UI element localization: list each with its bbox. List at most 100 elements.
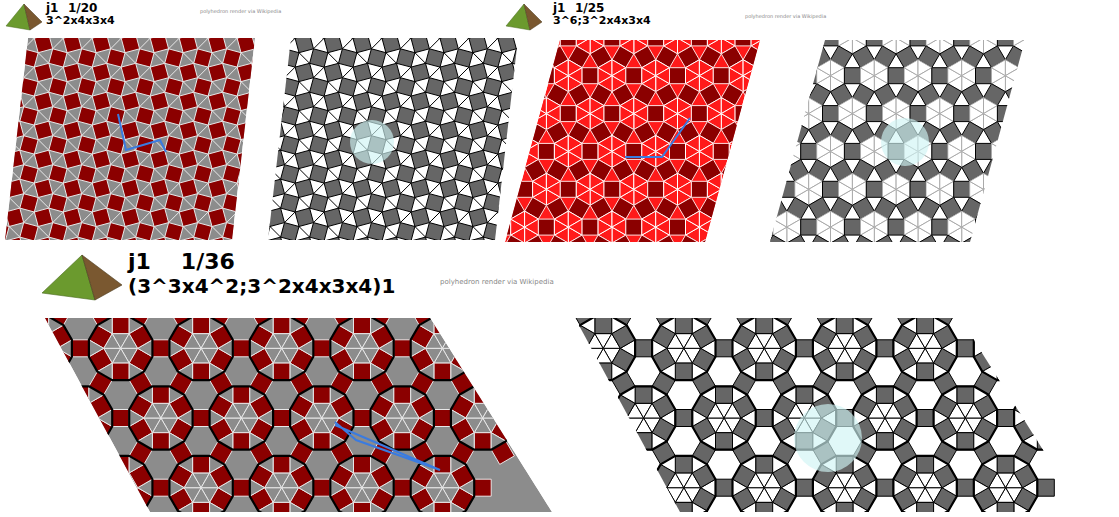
triangle-tile — [852, 30, 866, 46]
triangle-tile — [984, 257, 998, 273]
square-tile — [721, 8, 743, 30]
triangle-tile — [1005, 143, 1019, 159]
triangle-tile — [948, 60, 962, 76]
triangle-tile — [330, 247, 345, 264]
triangle-tile — [290, 224, 305, 241]
triangle-tile — [218, 201, 233, 218]
square-tile — [237, 237, 255, 255]
triangle-tile — [1035, 68, 1049, 84]
square-tile — [787, 84, 809, 106]
triangle-tile — [729, 303, 743, 319]
triangle-tile — [576, 173, 590, 189]
triangle-tile — [503, 22, 517, 38]
square-tile — [165, 20, 183, 38]
triangle-tile — [962, 68, 976, 84]
triangle-tile — [330, 201, 345, 218]
triangle-tile — [773, 0, 787, 8]
square-tile — [353, 5, 371, 23]
square-tile — [656, 235, 678, 257]
square-tile — [595, 177, 612, 194]
triangle-tile — [751, 173, 765, 189]
triangle-tile — [765, 181, 779, 197]
triangle-tile — [568, 287, 582, 303]
triangle-tile — [193, 209, 210, 224]
triangle-tile — [809, 265, 823, 281]
square-tile — [918, 8, 940, 30]
square-tile — [556, 266, 574, 284]
square-tile — [765, 235, 787, 257]
square-tile — [568, 235, 590, 257]
tiling-panel — [721, 0, 1079, 333]
square-tile — [223, 20, 241, 38]
triangle-tile — [72, 264, 89, 279]
triangle-tile — [765, 114, 779, 130]
square-tile — [765, 84, 787, 106]
square-tile — [538, 143, 554, 159]
triangle-tile — [474, 264, 491, 279]
triangle-tile — [525, 0, 539, 16]
triangle-tile — [506, 209, 523, 224]
triangle-tile — [57, 201, 72, 218]
triangle-tile — [992, 227, 1006, 243]
triangle-tile — [555, 264, 572, 279]
triangle-tile — [80, 264, 97, 279]
square-tile — [266, 63, 284, 81]
square-tile — [1041, 106, 1057, 122]
square-tile — [208, 63, 226, 81]
square-tile — [517, 257, 533, 273]
square-tile — [527, 295, 545, 313]
triangle-tile — [425, 194, 442, 209]
triangle-tile — [299, 247, 314, 264]
square-tile — [194, 223, 212, 241]
square-tile — [626, 219, 642, 235]
square-tile — [481, 311, 503, 333]
triangle-tile — [729, 68, 743, 84]
square-tile — [1027, 197, 1049, 219]
triangle-tile — [962, 287, 976, 303]
square-tile — [0, 136, 9, 154]
triangle-tile — [481, 143, 495, 159]
triangle-tile — [992, 0, 1006, 8]
square-tile — [512, 20, 530, 38]
square-tile — [250, 232, 273, 255]
triangle-tile — [765, 98, 779, 114]
square-tile — [252, 136, 270, 154]
triangle-tile — [787, 76, 801, 92]
square-tile — [852, 273, 874, 295]
triangle-tile — [481, 151, 495, 167]
square-tile — [844, 0, 860, 8]
square-tile — [612, 273, 634, 295]
triangle-tile — [9, 247, 24, 264]
triangle-tile — [590, 265, 604, 281]
triangle-tile — [481, 295, 495, 311]
triangle-tile — [773, 151, 787, 167]
triangle-tile — [970, 257, 984, 273]
triangle-tile — [656, 295, 670, 311]
triangle-tile — [642, 287, 656, 303]
triangle-tile — [525, 143, 539, 159]
triangle-tile — [656, 303, 670, 319]
square-tile — [546, 311, 568, 333]
triangle-tile — [467, 303, 481, 319]
triangle-tile — [138, 201, 153, 218]
triangle-tile — [1013, 106, 1027, 122]
triangle-tile — [489, 249, 503, 265]
triangle-tile — [442, 194, 459, 209]
triangle-tile — [948, 211, 962, 227]
square-tile — [434, 224, 451, 241]
triangle-tile — [466, 264, 483, 279]
triangle-tile — [491, 247, 506, 264]
triangle-tile — [481, 219, 495, 235]
square-tile — [49, 279, 72, 302]
triangle-tile — [459, 293, 474, 310]
square-tile — [72, 201, 89, 218]
square-tile — [546, 235, 568, 257]
square-tile — [765, 46, 787, 68]
triangle-tile — [201, 194, 218, 209]
square-tile — [634, 235, 656, 257]
triangle-tile — [32, 209, 49, 224]
triangle-tile — [546, 264, 563, 279]
square-tile — [604, 181, 620, 197]
square-tile — [517, 181, 533, 197]
triangle-tile — [590, 249, 604, 265]
